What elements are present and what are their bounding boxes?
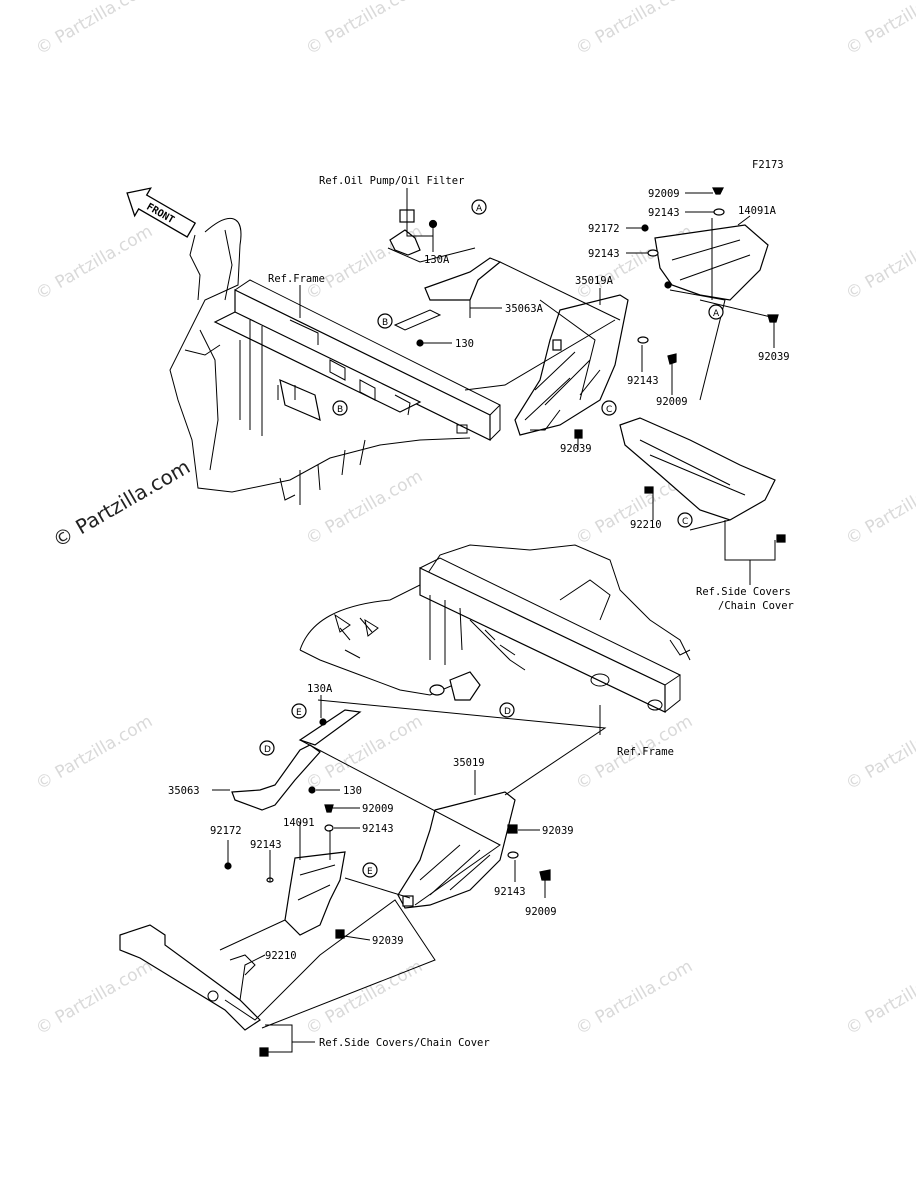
- callout-b-marker: B: [377, 313, 393, 329]
- svg-text:D: D: [504, 707, 511, 717]
- cover-14091: [284, 851, 346, 939]
- watermark: © Partzilla.com: [33, 0, 157, 59]
- part-number: 35063: [168, 785, 200, 797]
- part-number: 92172: [588, 223, 620, 235]
- chain-cover-35019a: [514, 294, 629, 436]
- watermark: © Partzilla.com: [303, 956, 427, 1039]
- part-number: 92039: [372, 935, 404, 947]
- part-number: 92143: [648, 207, 680, 219]
- callout-markers: A B B A C C D E D E: [259, 199, 724, 878]
- part-number: 92210: [630, 519, 662, 531]
- diagram-code: F2173: [752, 159, 784, 171]
- bolt-130a-icon: [428, 219, 438, 252]
- part-number: 92172: [210, 825, 242, 837]
- part-number: 35019A: [575, 275, 614, 287]
- part-number: 92210: [265, 950, 297, 962]
- ref-oil-pump-label: Ref.Oil Pump/Oil Filter: [319, 175, 464, 187]
- watermark: © Partzilla.com: [33, 221, 157, 304]
- part-number: 92009: [525, 906, 557, 918]
- part-number: 92009: [362, 803, 394, 815]
- ref-frame-label: Ref.Frame: [617, 746, 674, 758]
- callout-e-marker: E: [291, 703, 307, 719]
- leader-lines-bottom: [212, 695, 607, 1053]
- callout-a-marker: A: [471, 199, 487, 215]
- watermark: © Partzilla.com: [303, 466, 427, 549]
- callout-b-marker: B: [332, 400, 348, 416]
- watermark: © Partzilla.com: [303, 0, 427, 59]
- watermark: © Partzilla.com: [573, 956, 697, 1039]
- hardware-bottom: [224, 804, 551, 1057]
- part-number: 35063A: [505, 303, 544, 315]
- bolt-130a-icon: [319, 718, 327, 726]
- svg-text:B: B: [337, 405, 343, 415]
- part-number: 130A: [307, 683, 333, 695]
- svg-text:A: A: [476, 204, 483, 214]
- callout-d-marker: D: [499, 702, 515, 718]
- callout-e-marker: E: [362, 862, 378, 878]
- svg-text:A: A: [713, 309, 720, 319]
- svg-text:E: E: [296, 708, 302, 718]
- part-number: 92143: [588, 248, 620, 260]
- ref-chain-cover-label: /Chain Cover: [718, 600, 794, 612]
- part-number: 92039: [560, 443, 592, 455]
- ref-side-covers-label: Ref.Side Covers: [696, 586, 791, 598]
- watermark: © Partzilla.com: [843, 221, 916, 304]
- part-number: 92009: [656, 396, 688, 408]
- watermark: © Partzilla.com: [843, 711, 916, 794]
- part-number: 130: [343, 785, 362, 797]
- callout-c-marker: C: [601, 400, 617, 416]
- svg-text:E: E: [367, 867, 373, 877]
- part-number: 35019: [453, 757, 485, 769]
- part-number: 14091: [283, 817, 315, 829]
- part-number: 130: [455, 338, 474, 350]
- swingarm-bottom: [119, 924, 261, 1031]
- watermark: © Partzilla.com: [33, 711, 157, 794]
- ref-frame-label: Ref.Frame: [268, 273, 325, 285]
- part-number: 92143: [494, 886, 526, 898]
- watermark: © Partzilla.com: [33, 956, 157, 1039]
- watermark: © Partzilla.com: [843, 956, 916, 1039]
- part-number: 14091A: [738, 205, 777, 217]
- bottom-frame-drawing: [299, 544, 691, 713]
- bolt-130-icon: [416, 339, 424, 347]
- part-number: 130A: [424, 254, 450, 266]
- watermark: © Partzilla.com: [843, 0, 916, 59]
- hardware-top-right: [574, 187, 779, 439]
- part-number: 92143: [362, 823, 394, 835]
- rod-35063: [231, 709, 362, 811]
- svg-text:B: B: [382, 318, 388, 328]
- watermark: © Partzilla.com: [573, 0, 697, 59]
- svg-text:C: C: [606, 405, 612, 415]
- callout-c-marker: C: [677, 512, 693, 528]
- rod-35063a: [393, 257, 502, 331]
- part-number: 92009: [648, 188, 680, 200]
- part-number: 92039: [758, 351, 790, 363]
- watermark: © Partzilla.com: [843, 466, 916, 549]
- svg-text:C: C: [682, 517, 688, 527]
- callout-a-marker: A: [708, 304, 724, 320]
- labels: Ref.Oil Pump/Oil Filter Ref.Frame Ref.Si…: [168, 175, 794, 1049]
- bolt-130-icon: [308, 786, 316, 794]
- main-watermark: © Partzilla.com: [49, 454, 195, 552]
- leader-lines-top: [299, 188, 776, 585]
- part-number: 92143: [627, 375, 659, 387]
- ref-side-covers-label: Ref.Side Covers/Chain Cover: [319, 1037, 490, 1049]
- chain-cover-35019: [397, 791, 518, 909]
- svg-text:D: D: [264, 745, 271, 755]
- part-number: 92039: [542, 825, 574, 837]
- callout-d-marker: D: [259, 740, 275, 756]
- top-frame-drawing: [169, 217, 501, 505]
- part-number: 92143: [250, 839, 282, 851]
